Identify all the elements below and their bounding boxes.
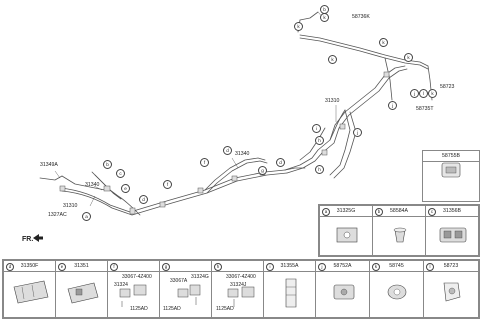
label-58736k: 58736K <box>352 14 370 20</box>
callout-k-3: k <box>404 53 413 62</box>
legend-cell-h: h 33067-4Z400 31324J 1125AD <box>211 260 264 318</box>
callout-l-1: l <box>419 89 428 98</box>
label-58735t: 58735T <box>416 106 434 112</box>
callout-k-2: k <box>379 38 388 47</box>
legend-cell-g: g 33067A 31324G 1125AD <box>159 260 212 318</box>
callout-d-2: d <box>276 158 285 167</box>
clip-d-icon <box>13 280 49 304</box>
callout-i: i <box>312 124 321 133</box>
legend-part-58755b: 58755B <box>442 153 460 159</box>
callout-a: a <box>82 212 91 221</box>
callout-k-top: k <box>320 13 329 22</box>
grommet-b-icon <box>393 227 407 243</box>
callout-f-1: f <box>200 158 209 167</box>
grommet-k-icon <box>387 284 407 300</box>
bracket-g-icon <box>177 284 201 305</box>
label-1327ac: 1327AC <box>48 212 67 218</box>
callout-d-3: d <box>139 195 148 204</box>
clip-l-icon <box>443 282 461 302</box>
bracket-h-icon <box>227 286 255 307</box>
callout-h-1: h <box>315 136 324 145</box>
bracket-f-icon <box>119 284 147 307</box>
clip-c-icon <box>439 227 467 243</box>
label-58723-top: 58723 <box>440 84 455 90</box>
callout-g: g <box>258 166 267 175</box>
label-31310-left: 31310 <box>63 203 78 209</box>
callout-h-2: h <box>315 165 324 174</box>
front-direction-label: FR. <box>22 236 34 243</box>
front-arrow-icon <box>33 234 43 242</box>
clip-i-icon <box>285 278 297 308</box>
label-31310-top: 31310 <box>325 98 340 104</box>
callout-e: e <box>121 184 130 193</box>
callout-d-1: d <box>223 146 232 155</box>
callout-j-2: j <box>410 89 419 98</box>
callout-j-1: j <box>388 101 397 110</box>
callout-k-5: k <box>428 89 437 98</box>
callout-c: c <box>116 169 125 178</box>
label-31349a: 31349A <box>40 162 58 168</box>
callout-b-left: b <box>103 160 112 169</box>
legend-cell-f: f 33067-4Z400 31324 1125AD <box>107 260 160 318</box>
label-31340-left: 31340 <box>85 182 100 188</box>
callout-k-4: k <box>328 55 337 64</box>
clip-e-icon <box>67 282 99 304</box>
clip-58755b-icon <box>441 162 461 178</box>
label-31340-mid: 31340 <box>235 151 250 157</box>
callout-f-2: f <box>163 180 172 189</box>
legend-cell-58755b: 58755B <box>422 150 480 202</box>
clip-a-icon <box>336 227 358 243</box>
callout-j-3: j <box>353 128 362 137</box>
clip-j-icon <box>333 284 355 300</box>
callout-k-1: k <box>294 22 303 31</box>
